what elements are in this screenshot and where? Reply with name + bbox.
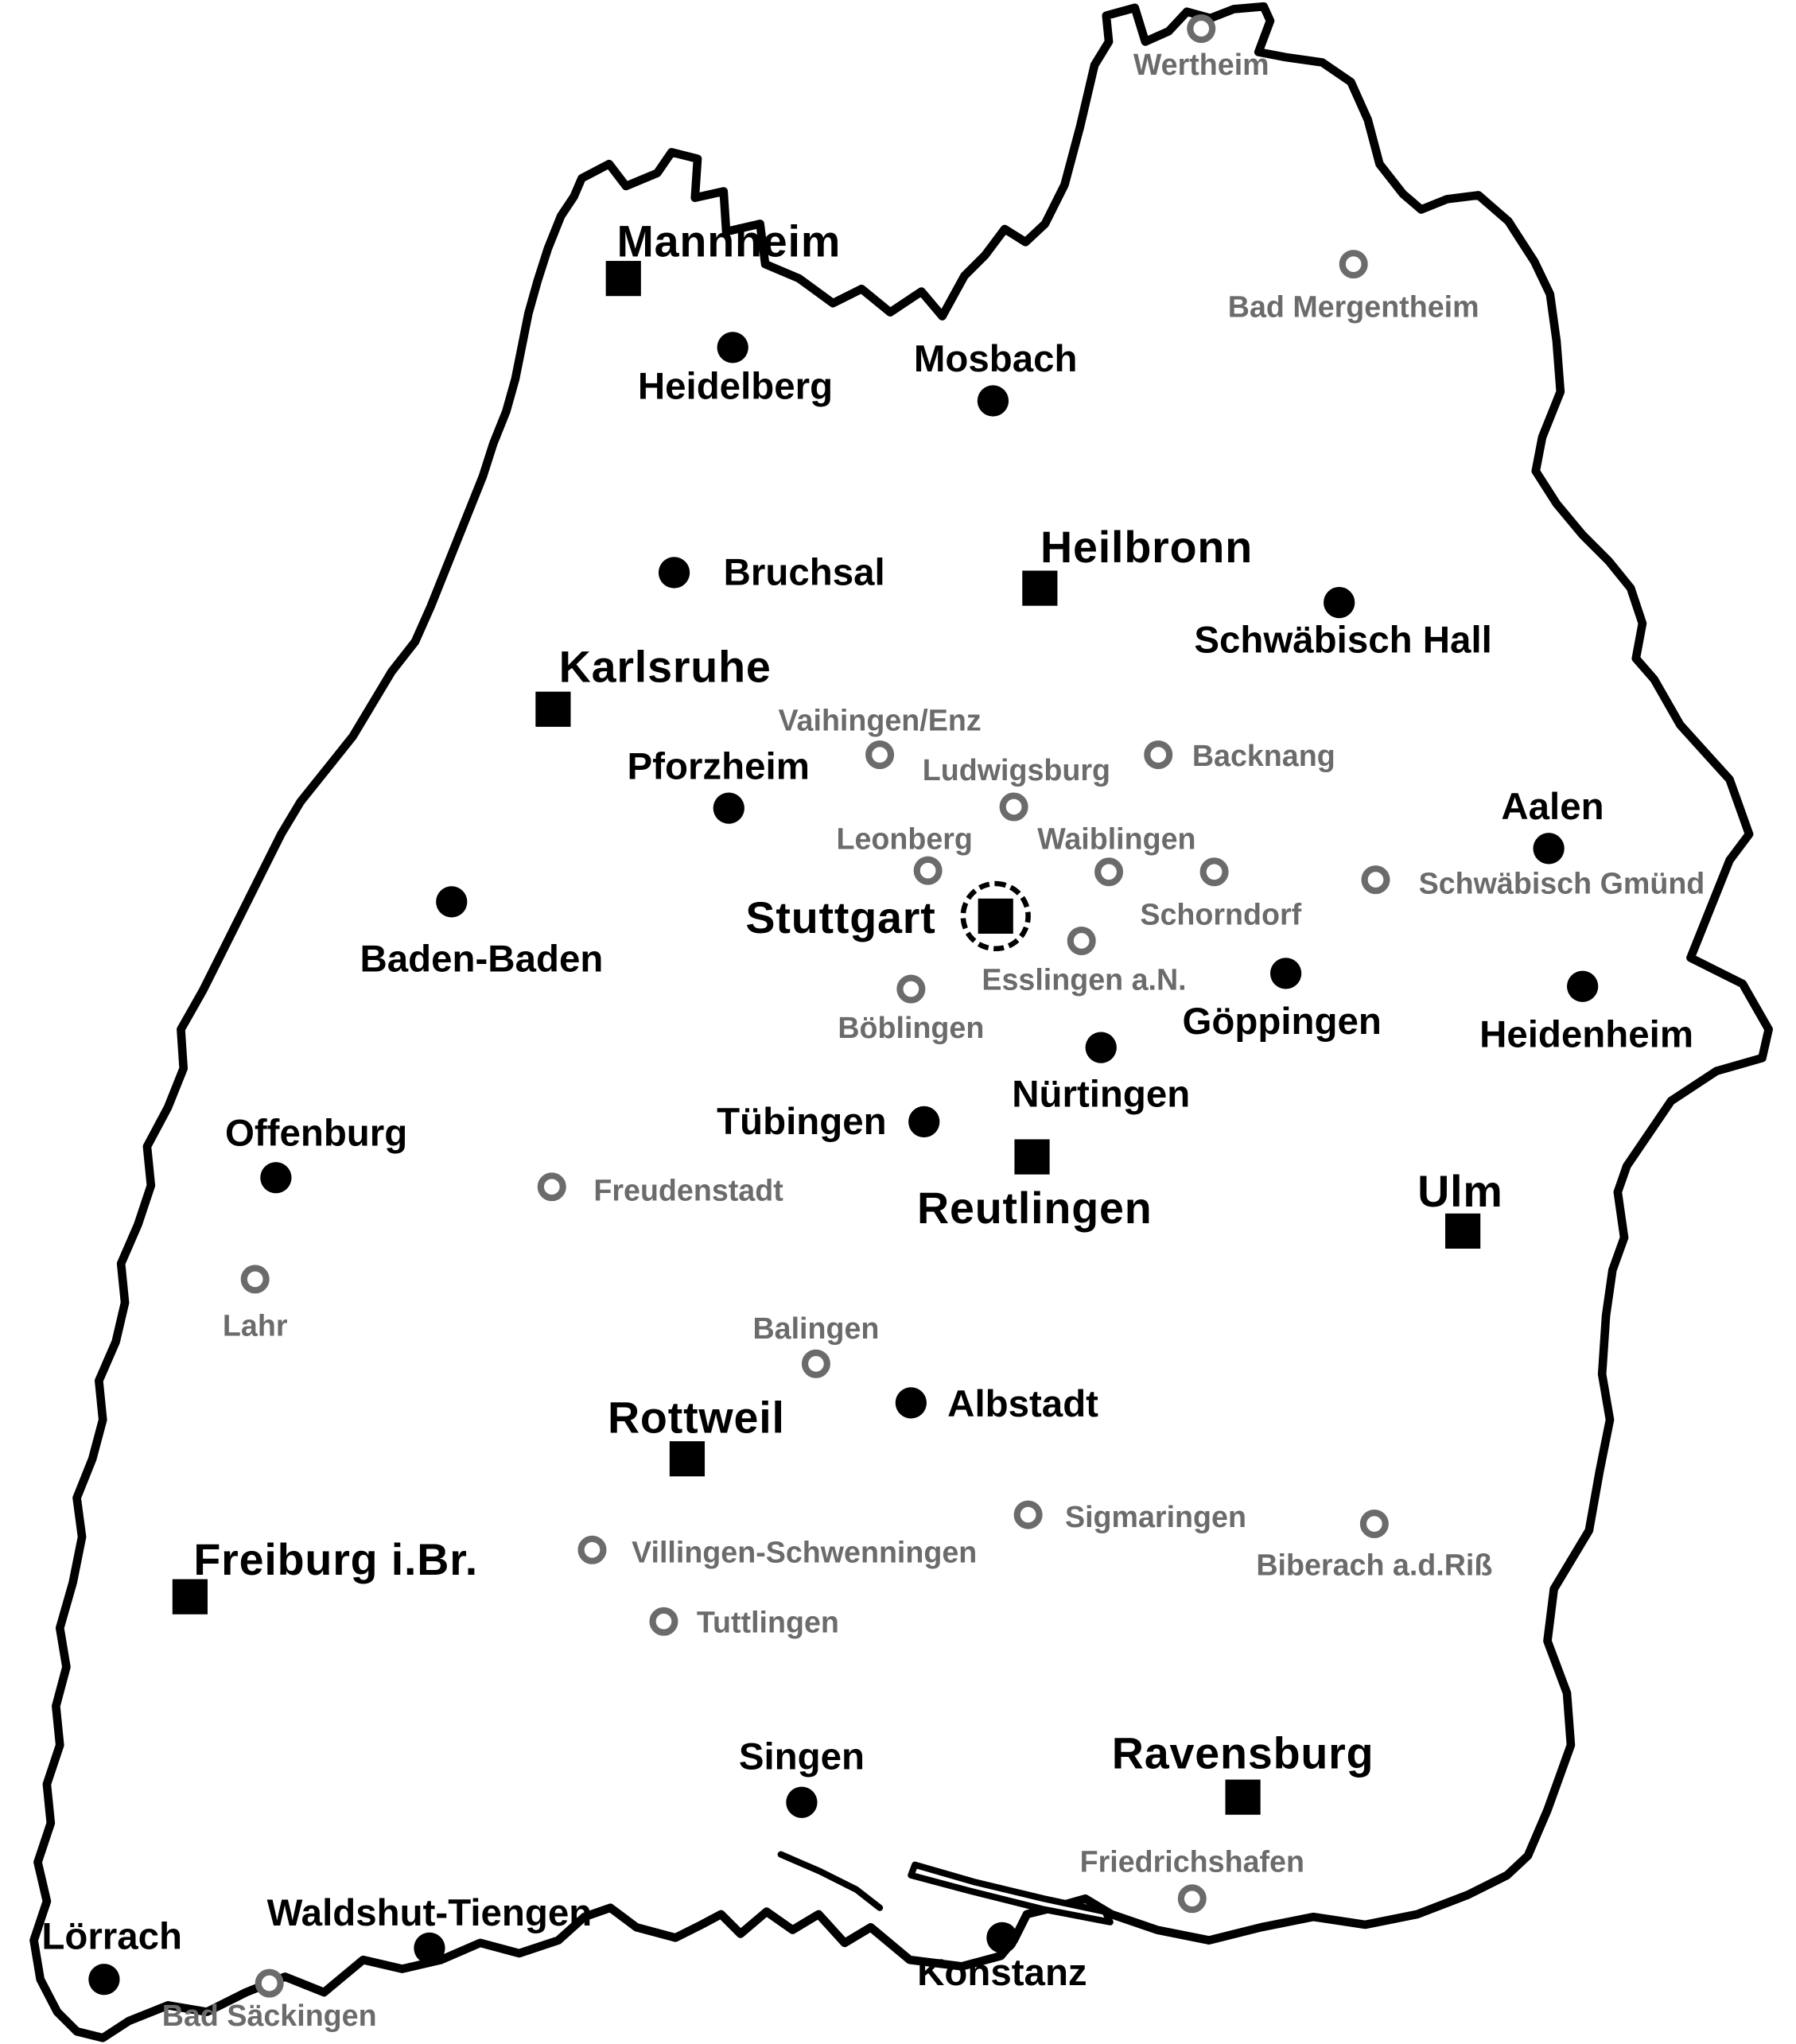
city-marker-ring bbox=[1013, 1500, 1043, 1529]
city-marker-dot bbox=[260, 1162, 292, 1194]
city-label: Vaihingen/Enz bbox=[778, 703, 982, 737]
city-marker-dot bbox=[88, 1964, 120, 1995]
city-label: Lahr bbox=[222, 1308, 288, 1343]
city-label: Tübingen bbox=[717, 1102, 887, 1144]
city-marker-ring bbox=[240, 1265, 270, 1294]
city-label: Villingen-Schwenningen bbox=[632, 1534, 978, 1569]
hegau-shoreline bbox=[777, 1851, 884, 1911]
city-marker-dot bbox=[414, 1932, 445, 1964]
city-marker-dot bbox=[1567, 970, 1599, 1002]
lake-constance-shape bbox=[908, 1861, 1114, 1925]
state-border-path bbox=[29, 2, 1773, 2042]
city-marker-ring bbox=[1359, 1510, 1389, 1539]
city-label: Baden-Baden bbox=[360, 938, 604, 981]
city-label: Stuttgart bbox=[745, 894, 936, 944]
city-label: Ludwigsburg bbox=[922, 752, 1111, 787]
city-label: Freiburg i.Br. bbox=[193, 1535, 478, 1585]
city-marker-ring bbox=[1199, 857, 1229, 887]
city-marker-dot bbox=[895, 1387, 927, 1419]
city-marker-square bbox=[535, 691, 571, 727]
city-label: Konstanz bbox=[917, 1953, 1087, 1995]
city-label: Karlsruhe bbox=[558, 643, 772, 693]
city-marker-square bbox=[1014, 1139, 1050, 1175]
city-marker-ring bbox=[999, 792, 1028, 822]
city-marker-dot bbox=[1324, 586, 1355, 619]
city-label: Schorndorf bbox=[1140, 897, 1302, 931]
city-marker-dot bbox=[1085, 1032, 1117, 1063]
city-label: Freudenstadt bbox=[593, 1173, 783, 1207]
city-label: Ulm bbox=[1417, 1167, 1503, 1217]
city-marker-dot bbox=[1269, 958, 1302, 989]
city-label: Aalen bbox=[1501, 787, 1604, 829]
city-label: Bad Mergentheim bbox=[1227, 290, 1479, 324]
city-label: Sigmaringen bbox=[1064, 1499, 1246, 1534]
city-label: Pforzheim bbox=[627, 746, 810, 788]
city-marker-ring bbox=[1144, 740, 1173, 770]
city-label: Waldshut-Tiengen bbox=[266, 1892, 593, 1935]
city-marker-ring bbox=[1094, 857, 1124, 887]
city-label: Schwäbisch Gmünd bbox=[1418, 865, 1705, 900]
city-marker-ring bbox=[255, 1968, 284, 1998]
city-marker-square bbox=[605, 261, 641, 297]
city-label: Böblingen bbox=[838, 1010, 985, 1045]
city-marker-ring bbox=[1361, 865, 1390, 895]
city-marker-dot bbox=[986, 1922, 1018, 1953]
city-marker-dot bbox=[658, 557, 690, 589]
city-marker-ring bbox=[649, 1607, 678, 1636]
city-label: Balingen bbox=[752, 1311, 880, 1346]
capital-dashed-ring bbox=[960, 880, 1031, 952]
city-label: Heidenheim bbox=[1479, 1014, 1694, 1056]
city-marker-dot bbox=[436, 886, 468, 918]
city-label: Tuttlingen bbox=[696, 1605, 839, 1639]
city-label: Singen bbox=[738, 1736, 865, 1778]
city-marker-ring bbox=[896, 974, 926, 1004]
city-label: Offenburg bbox=[224, 1113, 408, 1156]
city-marker-ring bbox=[801, 1349, 830, 1378]
city-label: Leonberg bbox=[836, 822, 973, 856]
city-label: Rottweil bbox=[607, 1393, 785, 1444]
city-label: Lörrach bbox=[41, 1916, 183, 1958]
city-label: Reutlingen bbox=[916, 1183, 1153, 1234]
city-marker-square bbox=[1022, 570, 1058, 606]
city-label: Heidelberg bbox=[637, 366, 834, 408]
city-label: Esslingen a.N. bbox=[982, 962, 1187, 997]
city-marker-square bbox=[1445, 1213, 1481, 1249]
city-marker-ring bbox=[865, 740, 895, 770]
city-label: Mannheim bbox=[616, 217, 842, 267]
city-marker-dot bbox=[786, 1786, 818, 1818]
city-label: Göppingen bbox=[1182, 1001, 1382, 1043]
city-label: Albstadt bbox=[947, 1384, 1098, 1426]
city-label: Friedrichshafen bbox=[1079, 1844, 1304, 1879]
city-label: Backnang bbox=[1192, 738, 1335, 773]
city-marker-dot bbox=[908, 1106, 940, 1138]
city-marker-square bbox=[172, 1579, 208, 1615]
city-marker-ring bbox=[1339, 250, 1368, 279]
city-marker-dot bbox=[717, 332, 748, 363]
city-label: Schwäbisch Hall bbox=[1194, 620, 1492, 663]
city-label: Ravensburg bbox=[1111, 1729, 1374, 1779]
city-label: Biberach a.d.Riß bbox=[1256, 1548, 1493, 1582]
city-label: Wertheim bbox=[1133, 47, 1269, 82]
city-marker-dot bbox=[713, 792, 744, 824]
city-marker-dot bbox=[977, 385, 1009, 417]
city-label: Mosbach bbox=[913, 339, 1078, 381]
city-label: Waiblingen bbox=[1037, 822, 1196, 856]
city-marker-square bbox=[669, 1441, 706, 1477]
city-label: Bad Säckingen bbox=[161, 1998, 377, 2032]
city-label: Heilbronn bbox=[1040, 523, 1254, 573]
city-label: Nürtingen bbox=[1012, 1074, 1191, 1117]
city-marker-square bbox=[1225, 1779, 1261, 1815]
city-label: Bruchsal bbox=[723, 552, 885, 594]
city-marker-ring bbox=[537, 1172, 566, 1202]
city-marker-square bbox=[978, 898, 1013, 934]
city-marker-ring bbox=[1187, 14, 1216, 43]
city-marker-ring bbox=[1177, 1884, 1207, 1914]
city-marker-ring bbox=[1067, 926, 1096, 955]
city-marker-dot bbox=[1533, 833, 1565, 865]
city-marker-ring bbox=[577, 1535, 607, 1564]
city-marker-ring bbox=[913, 856, 943, 885]
